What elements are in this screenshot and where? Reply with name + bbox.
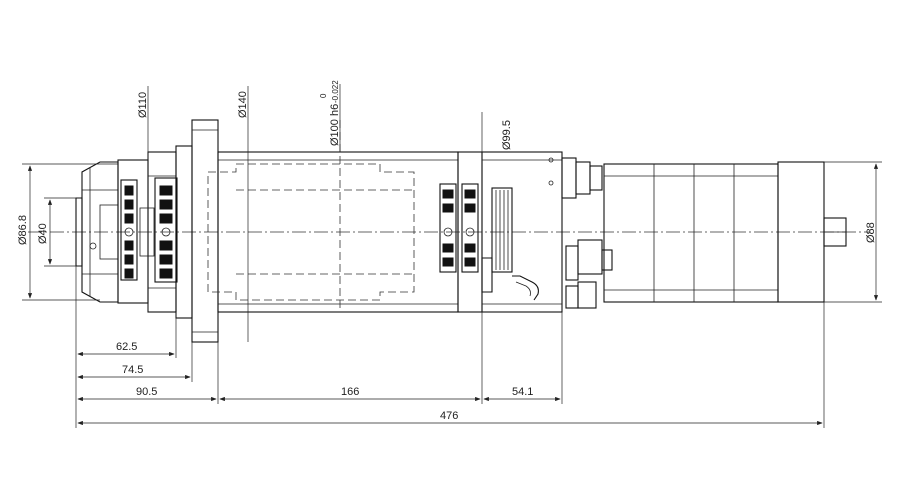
rear-fittings	[561, 157, 613, 309]
dim-len-74-5: 74.5	[122, 364, 143, 376]
dim-len-90-5: 90.5	[136, 386, 157, 398]
dim-len-54-1: 54.1	[512, 386, 533, 398]
dim-len-476: 476	[440, 410, 458, 422]
dim-dia-110: Ø110	[137, 92, 149, 118]
dim-dia-100-tol-upper: 0	[319, 93, 328, 98]
dim-len-166: 166	[341, 386, 359, 398]
motor	[603, 161, 847, 303]
dim-len-62-5: 62.5	[116, 341, 137, 353]
dim-88-line	[824, 161, 882, 303]
dim-dia-88: Ø88	[865, 222, 877, 243]
dim-dia-100-tol-lower: -0.022	[331, 80, 340, 103]
dim-dia-86-8: Ø86.8	[17, 215, 29, 245]
dim-86-8-line	[22, 163, 118, 301]
front-bearings	[120, 177, 178, 283]
dim-dia-40: Ø40	[37, 223, 49, 244]
dim-dia-99-5: Ø99.5	[501, 120, 513, 150]
main-body	[207, 120, 459, 313]
dim-dia-100-h6: Ø100 h6	[329, 104, 341, 146]
dim-40-line	[44, 197, 76, 267]
dim-dia-140: Ø140	[237, 91, 249, 118]
